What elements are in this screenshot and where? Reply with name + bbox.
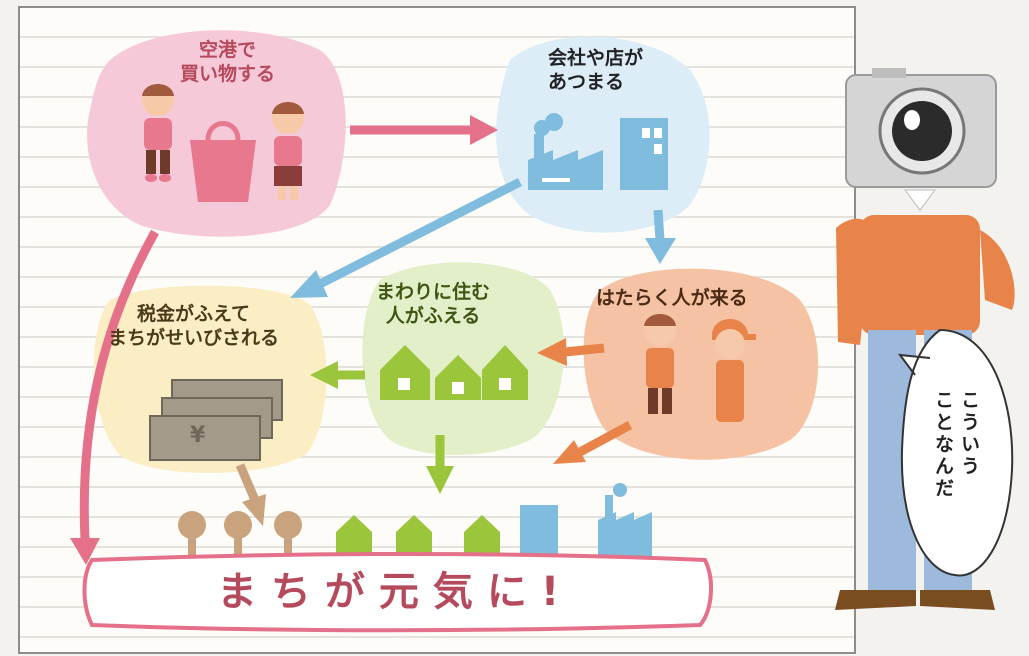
worker-right <box>712 319 756 422</box>
arrow-shopping-to-result <box>79 229 159 541</box>
shopping-bag <box>190 121 256 202</box>
shopper-right <box>272 102 304 200</box>
houses-group <box>380 345 528 400</box>
label-residents: まわりに住む 人がふえる <box>376 281 491 327</box>
result-banner-frame <box>82 552 713 633</box>
residents-blob <box>362 262 564 455</box>
arrow-residents-to-taxes <box>310 361 365 389</box>
office-building-icon <box>620 118 668 190</box>
result-banner-text: まちが元気に! <box>216 569 574 615</box>
label-workers: はたらく人が来る <box>596 287 748 309</box>
arrow-companies-to-workers <box>645 209 676 264</box>
town-buildings <box>520 483 652 557</box>
factory-icon <box>528 113 603 190</box>
tree-row <box>178 511 302 557</box>
money-symbol: ¥ <box>190 423 206 448</box>
arrow-residents-to-town <box>426 435 454 494</box>
money-stack <box>149 379 283 461</box>
arrow-companies-to-taxes <box>290 177 523 298</box>
worker-left <box>644 314 676 414</box>
speech-text: こういう ことなんだ <box>932 390 980 500</box>
workers-blob <box>583 268 819 460</box>
speech-bubble <box>897 328 1014 577</box>
arrow-workers-to-town <box>553 421 633 464</box>
arrow-taxes-to-town <box>235 463 266 526</box>
town-houses <box>336 515 500 555</box>
arrow-shopping-to-companies <box>350 115 498 145</box>
label-shopping: 空港で 買い物する <box>180 39 276 85</box>
label-taxes: 税金がふえて まちがせいびされる <box>108 303 280 349</box>
shopper-left <box>142 84 174 182</box>
label-companies: 会社や店が あつまる <box>548 47 644 93</box>
arrow-workers-to-residents <box>537 338 605 366</box>
